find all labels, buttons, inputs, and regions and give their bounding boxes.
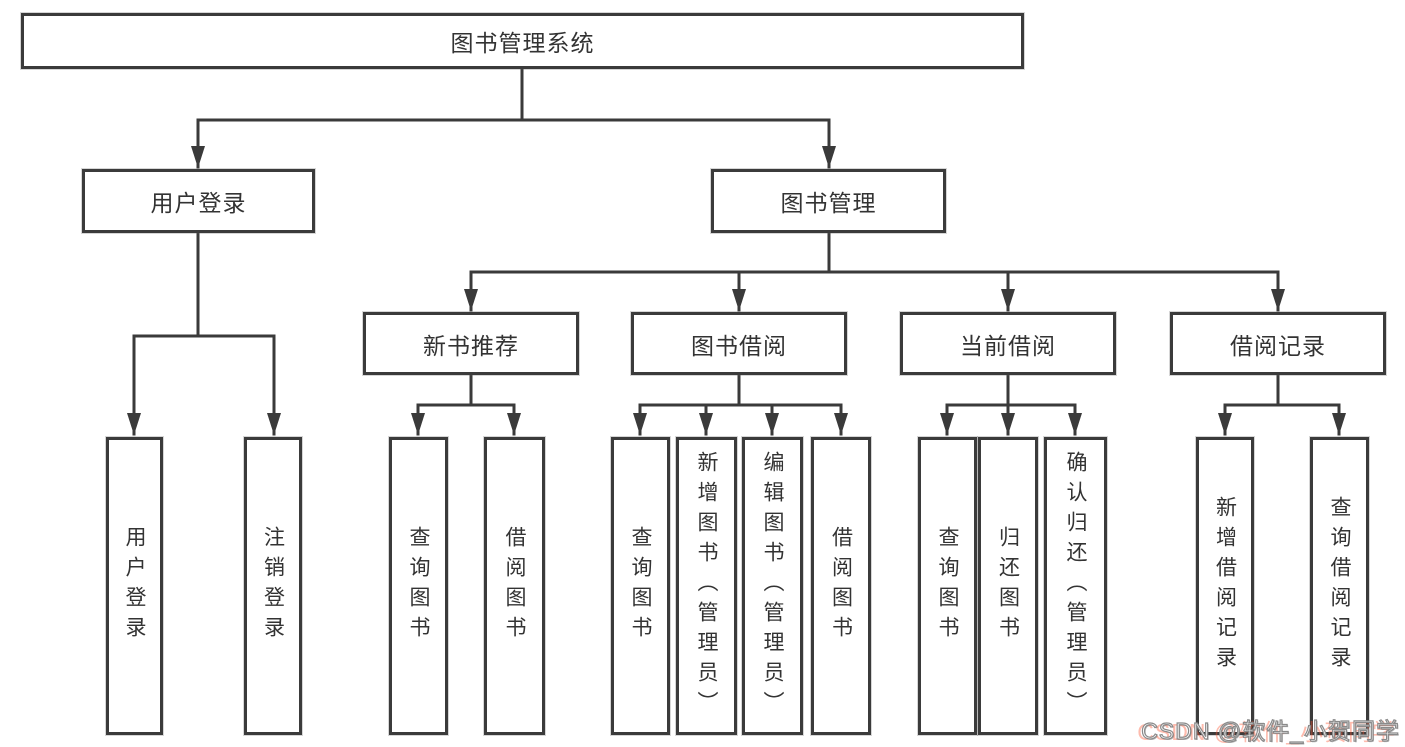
current-borrow-node: 当前借阅 (900, 312, 1116, 375)
connector-book-management-children (464, 231, 1285, 312)
leaf-add-books-admin: 新增图书（管理员） (676, 437, 737, 735)
root-node: 图书管理系统 (21, 13, 1024, 69)
leaf-query-borrow-record: 查询借阅记录 (1310, 437, 1369, 735)
leaf-query-books-current: 查询图书 (918, 437, 977, 735)
leaf-edit-books-admin: 编辑图书（管理员） (742, 437, 803, 735)
book-borrow-node: 图书借阅 (631, 312, 847, 375)
csdn-watermark: CSDN @软件_小贺同学 (1141, 717, 1400, 744)
connector-borrow-record-children (1218, 373, 1346, 436)
connector-new-book-recommend-children (411, 373, 521, 436)
leaf-borrow-books: 借阅图书 (811, 437, 871, 735)
user-login-node: 用户登录 (82, 169, 315, 233)
leaf-return-books: 归还图书 (978, 437, 1038, 735)
leaf-confirm-return-admin: 确认归还（管理员） (1044, 437, 1107, 735)
leaf-query-books-recommend: 查询图书 (389, 437, 448, 735)
connector-user-login-children (127, 231, 281, 436)
borrow-record-node: 借阅记录 (1170, 312, 1386, 375)
connector-current-borrow-children (940, 373, 1082, 436)
leaf-add-borrow-record: 新增借阅记录 (1196, 437, 1254, 735)
leaf-borrow-books-recommend: 借阅图书 (484, 437, 545, 735)
new-book-recommend-node: 新书推荐 (363, 312, 579, 375)
connector-book-borrow-children (633, 373, 848, 436)
leaf-logout: 注销登录 (244, 437, 302, 735)
connector-root-to-level2 (191, 67, 836, 169)
leaf-user-login: 用户登录 (106, 437, 163, 735)
book-management-node: 图书管理 (711, 169, 946, 233)
leaf-query-books-borrow: 查询图书 (611, 437, 670, 735)
